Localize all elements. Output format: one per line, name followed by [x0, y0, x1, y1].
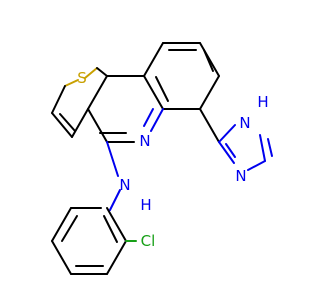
- chlorophenyl-ring: [51, 207, 137, 275]
- amine-nitrogen-label: N: [119, 176, 130, 194]
- amine-link: [106, 141, 121, 211]
- triazole-nitrogen-4-label: N: [235, 167, 246, 185]
- pyridine-ring: [87, 75, 164, 143]
- amine-hydrogen-label: H: [140, 196, 151, 214]
- benzo-ring: [143, 42, 220, 110]
- sulfur-label: S: [77, 69, 87, 87]
- triazole-link-bond: [199, 108, 220, 143]
- quinoline-nitrogen-label: N: [139, 132, 150, 150]
- triazole-nitrogen-1-label: N: [239, 114, 250, 132]
- triazole-hydrogen-label: H: [257, 93, 268, 111]
- triazole-ring: [218, 124, 273, 171]
- chlorine-label: Cl: [141, 232, 156, 250]
- molecule-structure: S N N H N H N N Cl: [51, 42, 273, 275]
- thiophene-ring: [51, 67, 108, 138]
